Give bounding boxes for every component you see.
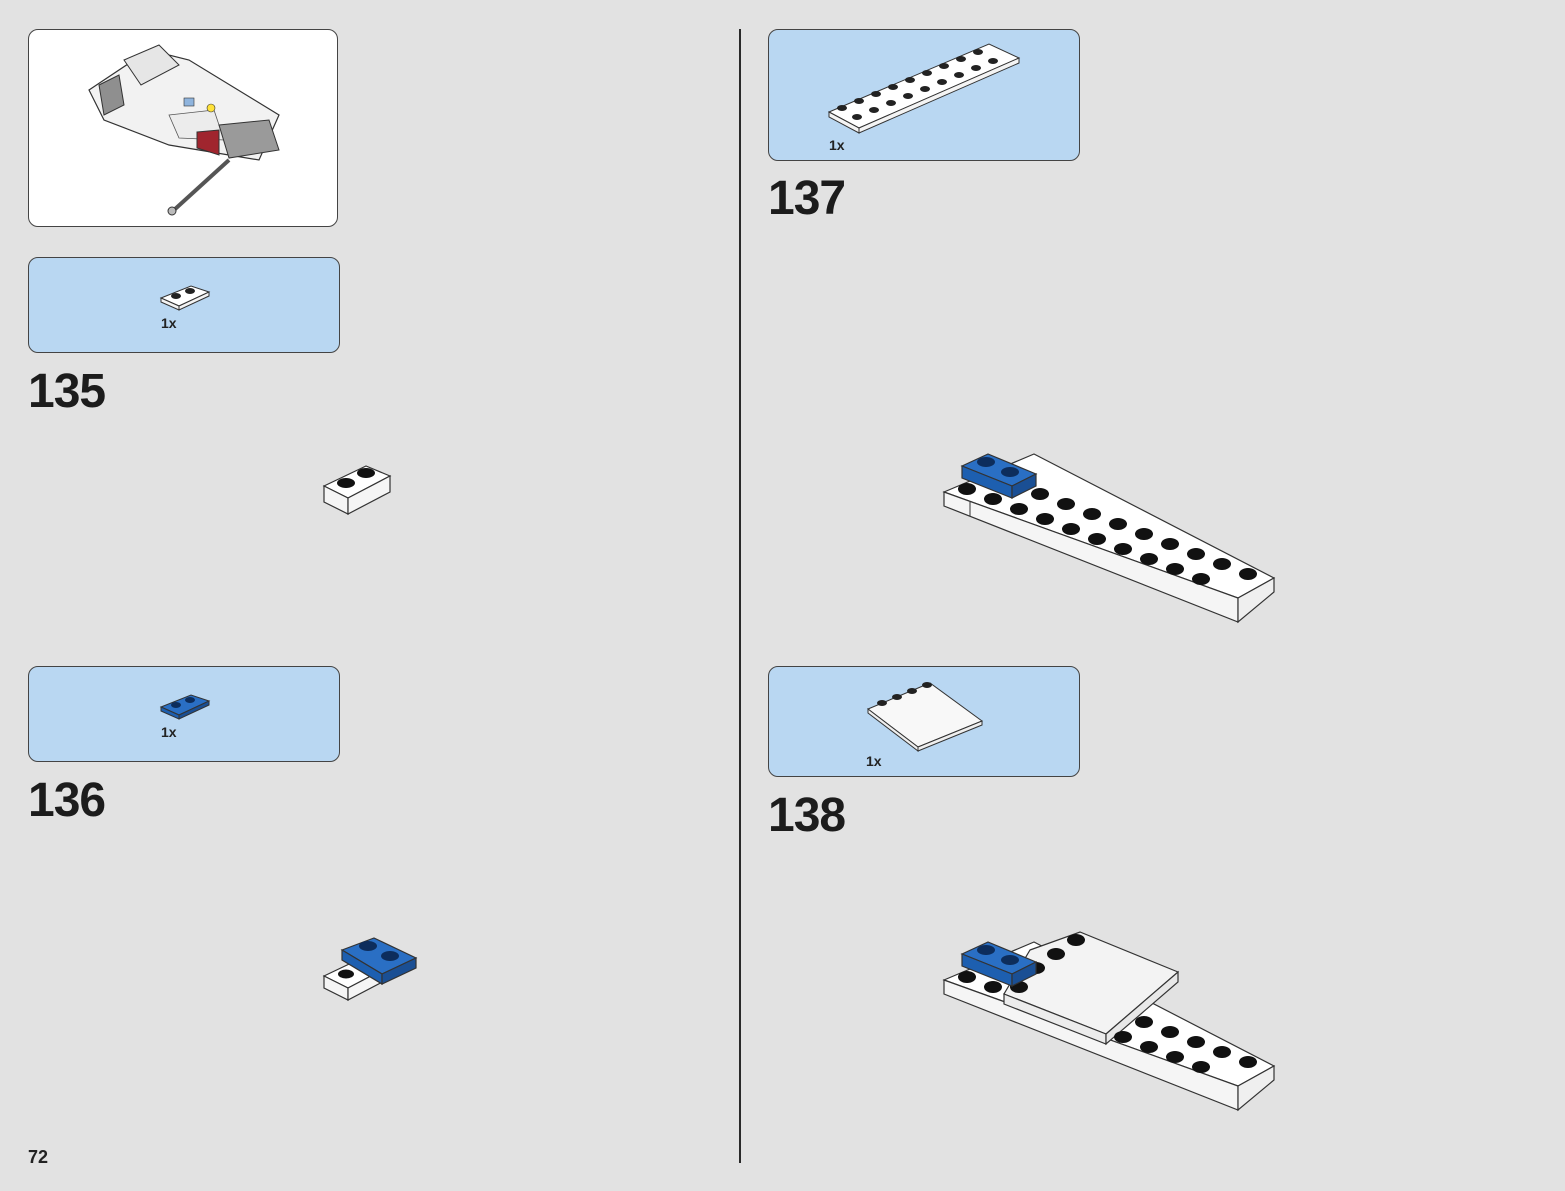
parts-callout-137: 1x [768, 29, 1080, 161]
part-quantity: 1x [161, 315, 177, 331]
step-136-illustration [322, 937, 418, 1001]
part-quantity: 1x [866, 753, 882, 769]
parts-callout-136: 1x [28, 666, 340, 762]
part-white-tile-with-studs-icon [867, 682, 984, 753]
step-number-136: 136 [28, 774, 106, 827]
page-divider [739, 29, 741, 1163]
parts-callout-135: 1x [28, 257, 340, 353]
part-blue-1x2-plate-icon [159, 694, 211, 720]
part-white-2x8-plate-icon [827, 43, 1021, 134]
page-number: 72 [28, 1147, 49, 1167]
step-138-illustration [942, 931, 1276, 1112]
part-white-1x2-plate-icon [159, 285, 211, 311]
step-137-illustration [942, 453, 1276, 624]
part-quantity: 1x [829, 137, 845, 153]
step-number-137: 137 [768, 172, 846, 225]
step-number-138: 138 [768, 789, 846, 842]
part-quantity: 1x [161, 724, 177, 740]
submodel-illustration [88, 44, 280, 216]
step-number-135: 135 [28, 365, 106, 418]
overview-panel [28, 29, 338, 227]
step-135-illustration [322, 465, 392, 515]
parts-callout-138: 1x [768, 666, 1080, 777]
